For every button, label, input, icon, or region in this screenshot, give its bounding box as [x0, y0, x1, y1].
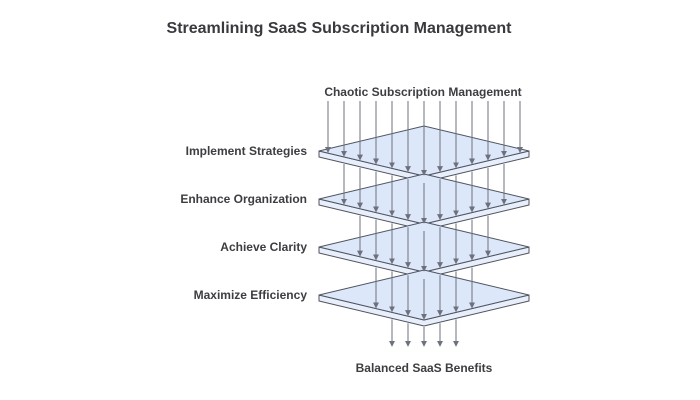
layer-label-implement-strategies: Implement Strategies	[186, 144, 308, 158]
source-label: Chaotic Subscription Management	[324, 85, 521, 99]
layer-label-achieve-clarity: Achieve Clarity	[220, 240, 307, 254]
layer-label-maximize-efficiency: Maximize Efficiency	[194, 288, 308, 302]
layer-stack	[318, 101, 530, 347]
layer-label-enhance-organization: Enhance Organization	[180, 192, 307, 206]
diagram-title: Streamlining SaaS Subscription Managemen…	[167, 20, 513, 37]
sink-label: Balanced SaaS Benefits	[356, 361, 493, 375]
